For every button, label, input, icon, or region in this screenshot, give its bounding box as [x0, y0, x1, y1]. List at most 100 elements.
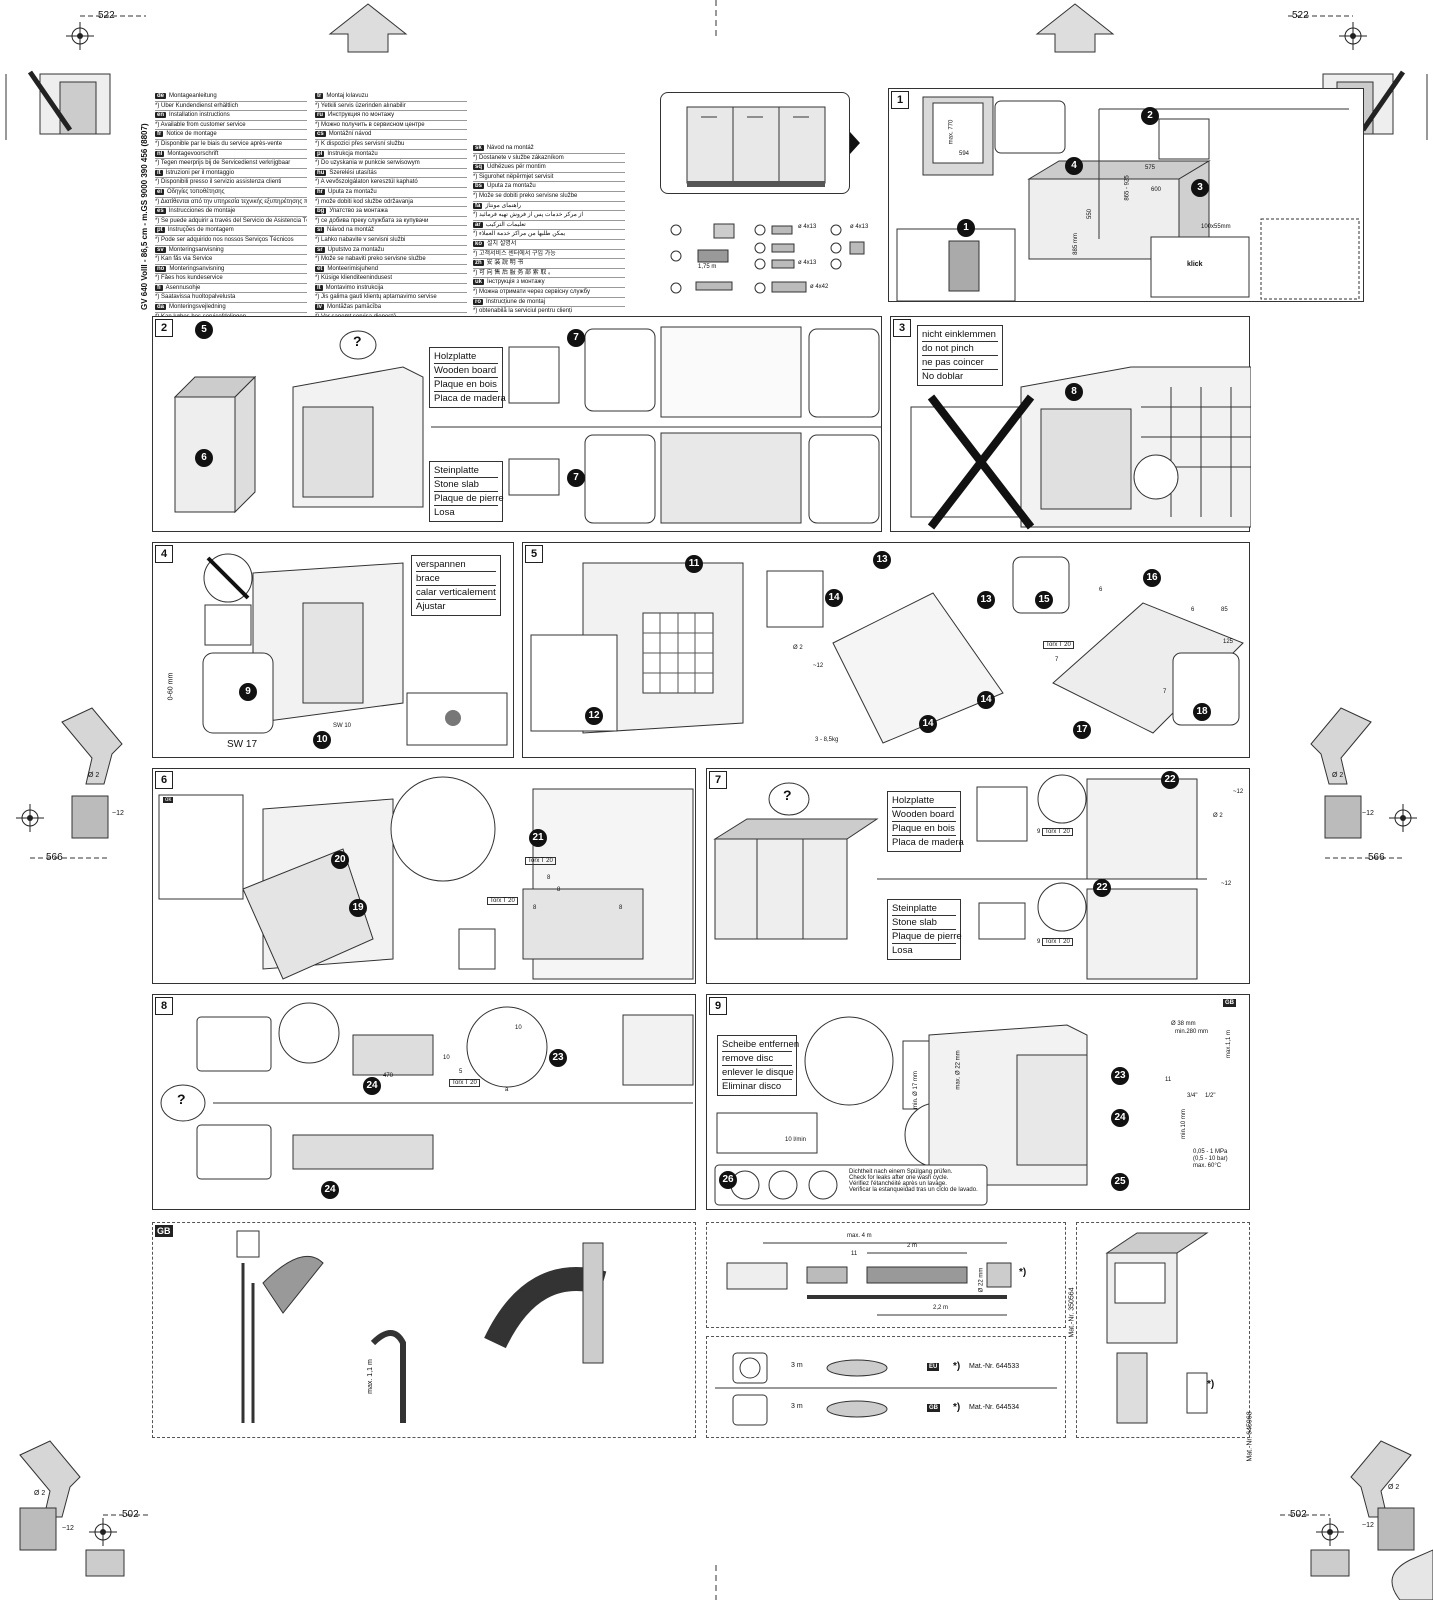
wood-en: Wooden board — [434, 365, 498, 378]
language-title: Montāžas pamācība — [327, 304, 382, 311]
panel-9-max-22: max. Ø 22 mm — [955, 1050, 962, 1090]
panel-5-label-dia: Ø 2 — [793, 645, 803, 651]
preview-cabinet-sketch — [686, 106, 826, 187]
panel-5-label-7b: 7 — [1163, 689, 1167, 695]
panel-4-number: 4 — [155, 545, 173, 563]
language-title: Montaj kılavuzu — [326, 93, 369, 99]
panel-6-torx-b: Torx T 20 — [487, 897, 518, 905]
language-title: Montážní návod — [328, 131, 372, 138]
panel-1-step-4: 4 — [1065, 157, 1083, 175]
panel-7: 7 ? Holzplatte Wooden board Plaque en bo… — [706, 768, 1250, 984]
language-code: hr — [315, 188, 325, 195]
part-label-screw-1: ø 4x13 — [798, 224, 817, 230]
panel-6-ref-8d: 8 — [619, 905, 623, 911]
language-code: bs — [473, 183, 485, 190]
panel-8-question: ? — [177, 1091, 186, 1107]
panel-7-ref-9a: 9 — [1037, 829, 1041, 835]
panel-1-dim-550: 550 — [1087, 208, 1094, 220]
panel-8-sketch — [160, 1002, 694, 1180]
panel-1-dim-100x55: 100x55mm — [1201, 224, 1231, 230]
language-title: Szerelési utasítás — [329, 169, 377, 176]
warn-en: do not pinch — [922, 342, 998, 356]
wood-fr: Plaque en bois — [434, 379, 498, 392]
cable-eu-star: *) — [953, 1361, 961, 1372]
panel-6-step-21: 21 — [529, 829, 547, 847]
panel-5-step-12: 12 — [585, 707, 603, 725]
language-code: ko — [473, 240, 485, 247]
gb-panel-max: max. 1,1 m — [366, 1359, 374, 1394]
panel-9-temp: max. 60°C — [1193, 1163, 1222, 1169]
language-note: *) Disponible par le biais du service ap… — [155, 140, 307, 150]
panel-4-label-0-60: 0-60 mm — [167, 672, 175, 701]
panel-7-dia: Ø 2 — [1213, 813, 1223, 819]
part-label-1-75m: 1,75 m — [698, 264, 717, 270]
disc-es: Eliminar disco — [722, 1081, 782, 1092]
language-code: ro — [473, 298, 483, 305]
hose-max: max. 4 m — [847, 1233, 872, 1239]
language-note: *) Yetkili servis üzerinden alınabilir — [315, 102, 467, 112]
panel-3-warning: nicht einklemmen do not pinch ne pas coi… — [917, 325, 1003, 386]
language-title: Notice de montage — [166, 131, 217, 138]
panel-5-label-6b: 6 — [1191, 607, 1195, 613]
language-code: uk — [473, 279, 485, 286]
language-note: *) Über Kundendienst erhältlich — [155, 102, 307, 112]
language-title: راهنمای مونتاژ — [485, 202, 522, 209]
language-code: fi — [155, 284, 163, 291]
panel-5-number: 5 — [525, 545, 543, 563]
panel-9-dia-38: Ø 38 mm — [1171, 1021, 1196, 1027]
drill-dia-left: Ø 2 — [88, 772, 100, 779]
panel-1-dim-770: max. 770 — [948, 119, 955, 145]
panel-5-label-7a: 7 — [1055, 657, 1059, 663]
p7-stone-es: Losa — [892, 945, 913, 956]
p7-stone-en: Stone slab — [892, 916, 956, 930]
hose-mat: Mat.-Nr. 350564 — [1068, 1287, 1076, 1338]
panel-6-step-19: 19 — [349, 899, 367, 917]
gb-panel-sketch — [236, 1230, 607, 1423]
panel-1-dim-594: 594 — [959, 151, 970, 157]
panel-9-thread-3-4: 3/4" — [1187, 1093, 1198, 1099]
stone-de: Steinplatte — [434, 464, 498, 478]
panel-2-step-5: 5 — [195, 321, 213, 339]
language-code: sr — [315, 246, 325, 253]
panel-4-brace: verspannen brace calar verticalement Aju… — [411, 555, 501, 616]
panel-6: 6 ok 19 20 21 Torx T 20 Torx T 20 8 8 8 … — [152, 768, 696, 984]
p7-wood-fr: Plaque en bois — [892, 823, 956, 836]
cable-panel-sketch — [715, 1352, 1057, 1426]
warn-es: No doblar — [922, 371, 964, 382]
panel-5-label-weight: 3 - 8,5kg — [815, 737, 839, 743]
panel-5-label-torx: Torx T 20 — [1043, 641, 1074, 649]
panel-7-torx-a-label: Torx T 20 — [1042, 828, 1073, 836]
language-code: lt — [315, 284, 323, 291]
language-title: Instrucciones de montaje — [168, 208, 236, 215]
panel-1: 1 max. 770 594 575 865 - 925 600 550 885… — [888, 88, 1364, 302]
panel-5-label-6a: 6 — [1099, 587, 1103, 593]
language-code: ar — [473, 221, 483, 228]
stone-en: Stone slab — [434, 478, 498, 492]
warn-fr: ne pas coincer — [922, 356, 998, 370]
panel-5-sketch — [530, 556, 1244, 744]
language-note: *) Disponibili presso il servizio assist… — [155, 178, 307, 188]
language-note: *) A vevőszolgálaton keresztül kapható — [315, 178, 467, 188]
language-title: Asennusohje — [165, 284, 201, 291]
language-code: ru — [315, 112, 325, 119]
panel-9-min-17: min. Ø 17 mm — [912, 1071, 919, 1109]
panel-9-pressure-mpa: 0,05 - 1 MPa — [1193, 1149, 1228, 1155]
panel-1-dim-885: 885 mm — [1072, 233, 1079, 255]
panel-2-step-6: 6 — [195, 449, 213, 467]
panel-8-dim-a: a — [505, 1087, 509, 1093]
panel-5-step-16: 16 — [1143, 569, 1161, 587]
panel-9-min-10: min.10 mm — [1180, 1109, 1187, 1139]
hose-star: *) — [1019, 1267, 1027, 1278]
panel-8-torx: Torx T 20 — [449, 1079, 480, 1087]
language-note: *) Se puede adquirir a través del Servic… — [155, 217, 307, 227]
panel-5-step-14b: 14 — [977, 691, 995, 709]
panel-7-step-22b: 22 — [1093, 879, 1111, 897]
hose-dia: Ø 22 mm — [978, 1267, 985, 1293]
